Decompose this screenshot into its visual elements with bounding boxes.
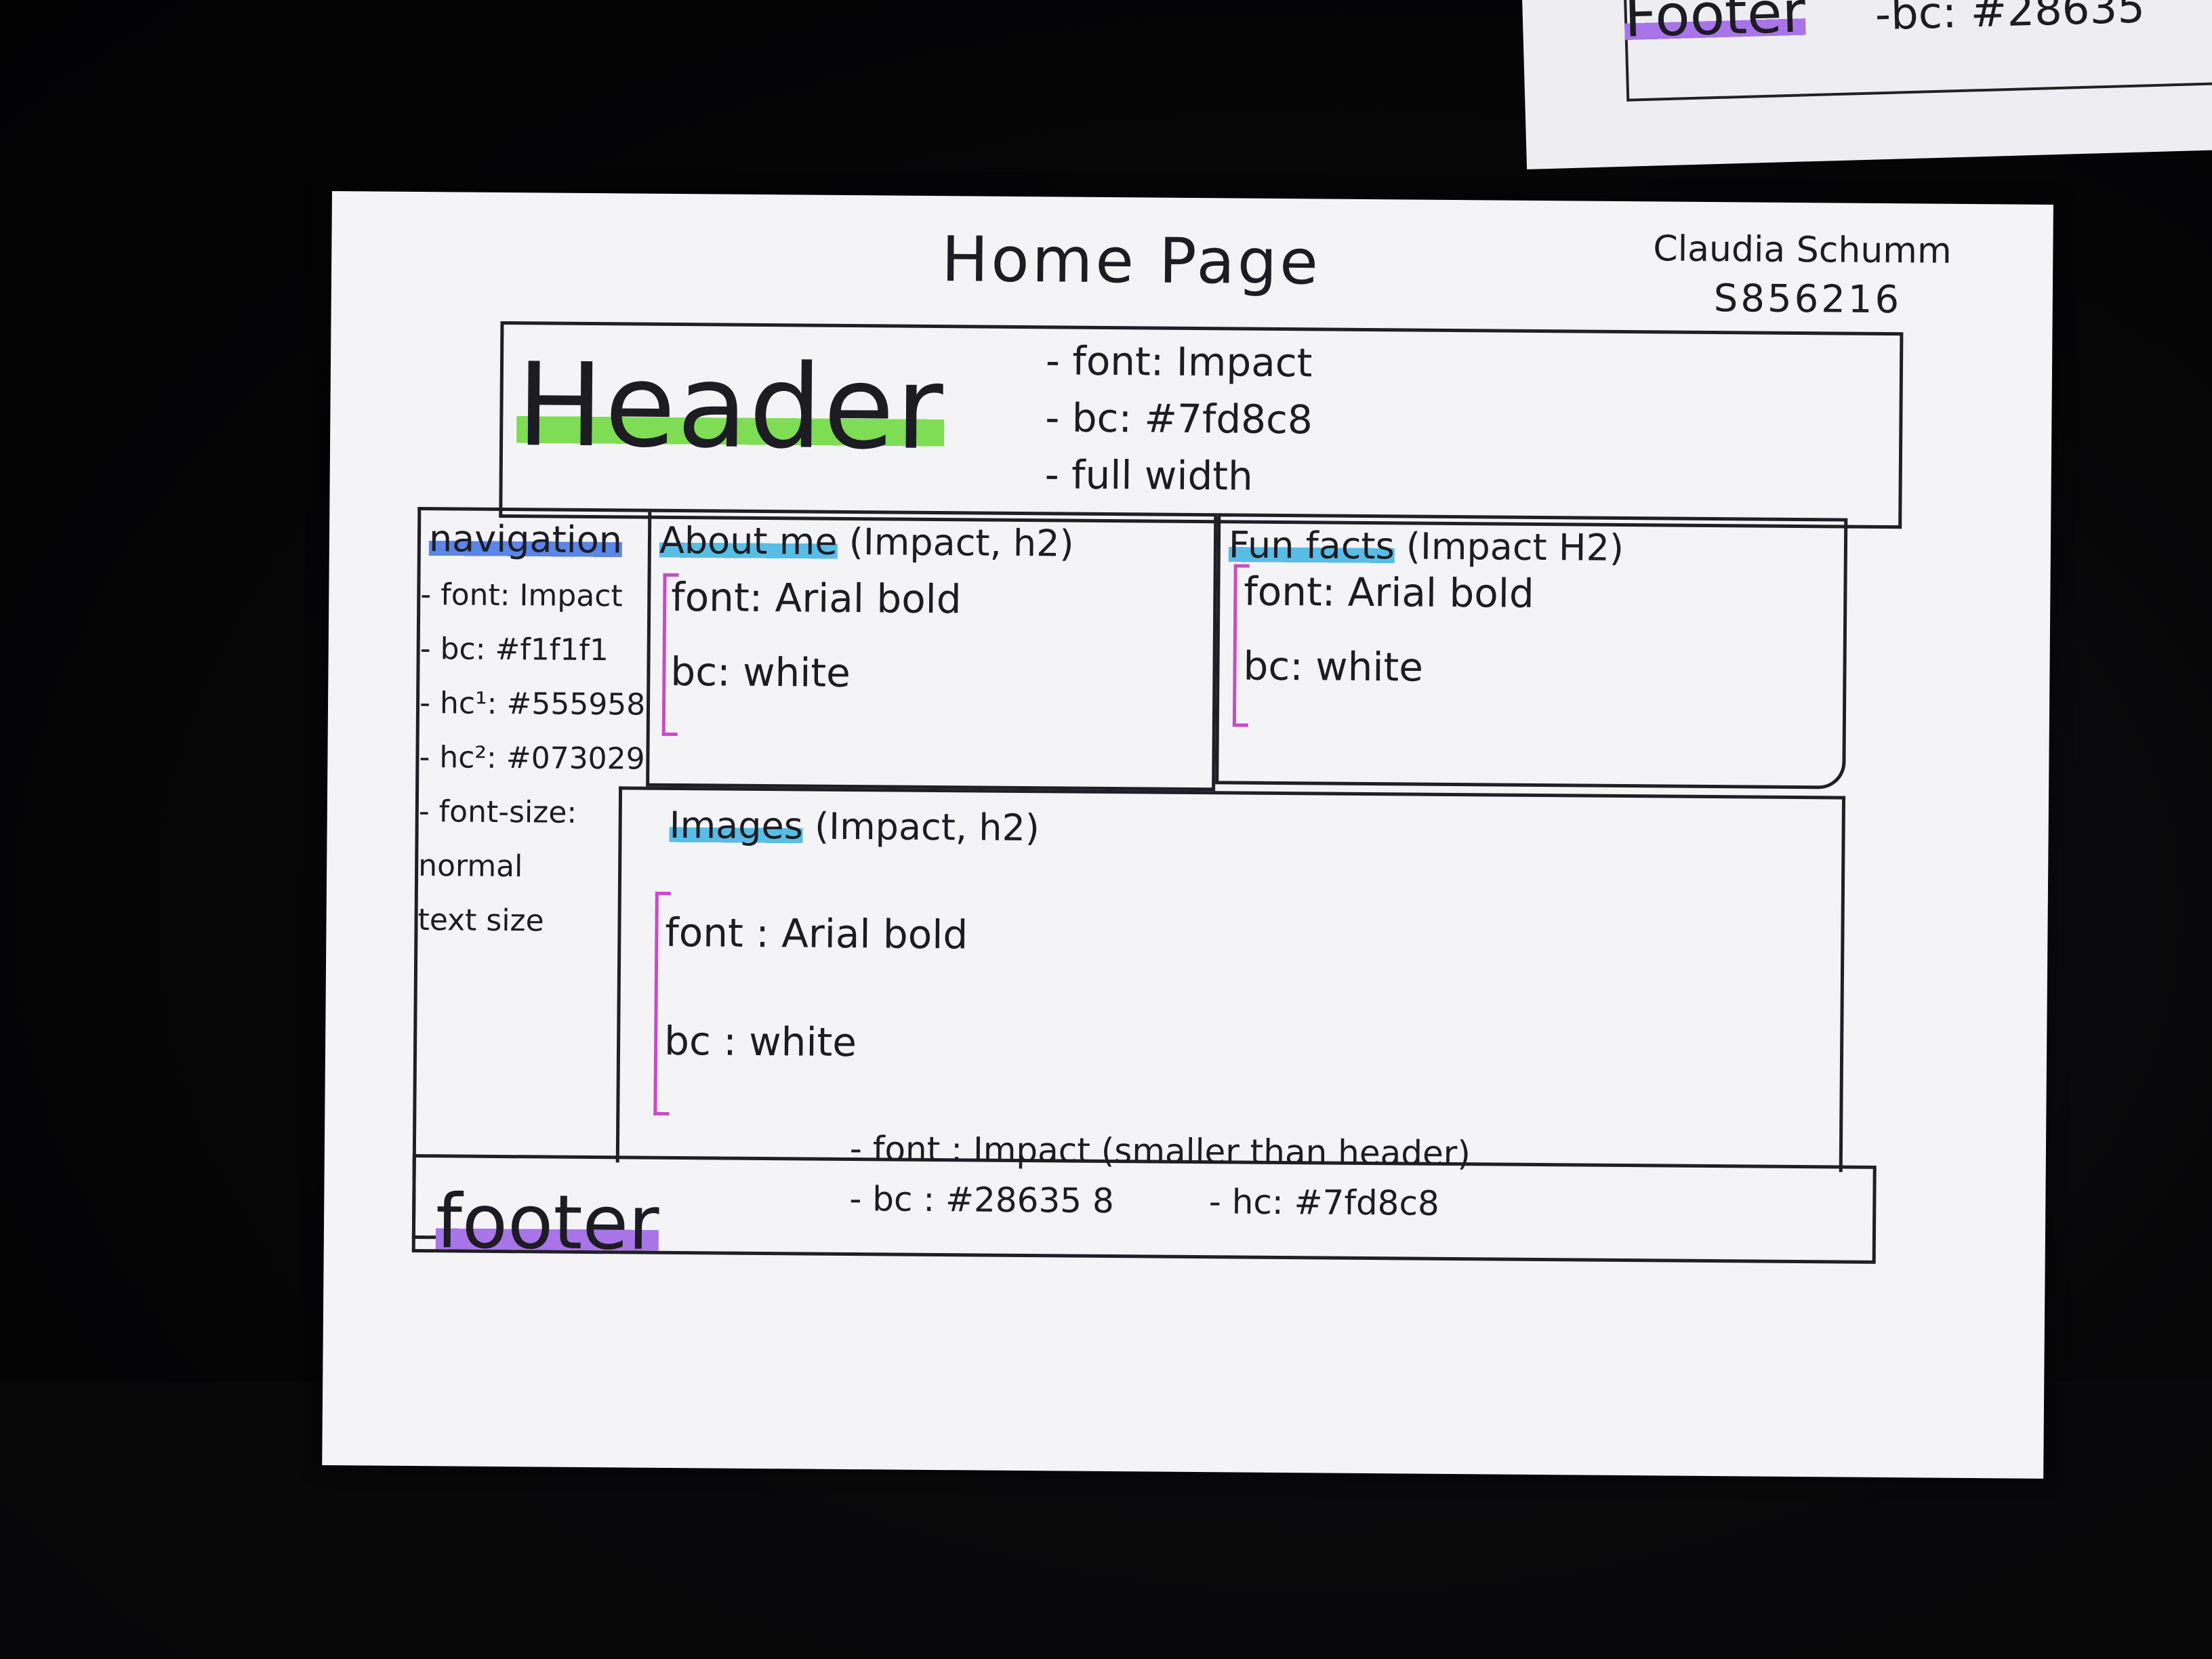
student-id: S856216 bbox=[1713, 276, 1902, 323]
fun-note: bc: white bbox=[1243, 642, 1424, 691]
images-note: bc : white bbox=[663, 1017, 857, 1066]
page-title: Home Page bbox=[941, 223, 1322, 299]
navigation-notes: - font: Impact - bc: #f1f1f1 - hc¹: #555… bbox=[417, 568, 647, 949]
footer-note: - font : Impact (smaller than header) bbox=[849, 1129, 1471, 1174]
header-note: - bc: #7fd8c8 bbox=[1045, 394, 1313, 443]
footer-region: footer - font : Impact (smaller than hea… bbox=[411, 1129, 1877, 1267]
images-notes: font : Arial bold bc : white bbox=[664, 878, 968, 1097]
wireframe-sheet: Home Page Claudia Schumm S856216 Header … bbox=[322, 191, 2053, 1479]
navigation-region: navigation - font: Impact - bc: #f1f1f1 … bbox=[411, 507, 649, 1241]
header-note: - full width bbox=[1044, 451, 1254, 499]
about-note: bc: white bbox=[670, 648, 851, 697]
footer-notes: - font : Impact (smaller than header) - … bbox=[849, 1124, 1471, 1229]
nav-note: - hc²: #073029 bbox=[419, 740, 645, 777]
about-me-region: About me (Impact, h2) font: Arial bold b… bbox=[646, 508, 1218, 792]
about-me-label: About me (Impact, h2) bbox=[659, 518, 1074, 565]
footer-note: - bc : #28635 8- hc: #7fd8c8 bbox=[849, 1179, 1440, 1223]
footer-label: footer bbox=[435, 1178, 659, 1267]
nav-note: - font: Impact bbox=[420, 577, 623, 614]
fun-facts-region: Fun facts (Impact H2) font: Arial bold b… bbox=[1215, 513, 1848, 790]
nav-note: - font-size: bbox=[418, 794, 577, 830]
about-note: font: Arial bold bbox=[671, 573, 962, 623]
header-note: - font: Impact bbox=[1045, 337, 1313, 386]
sheet2-footer-label: Footer bbox=[1623, 0, 1807, 50]
about-me-notes: font: Arial bold bc: white bbox=[670, 560, 962, 711]
fun-note: font: Arial bold bbox=[1244, 568, 1535, 617]
fun-facts-notes: font: Arial bold bc: white bbox=[1243, 554, 1534, 705]
images-label: Images (Impact, h2) bbox=[669, 803, 1040, 850]
nav-note: - bc: #f1f1f1 bbox=[419, 632, 609, 668]
second-sketch-sheet: Footer -bc: #28635 bbox=[1521, 0, 2212, 169]
nav-note: text size bbox=[417, 903, 544, 939]
images-note: font : Arial bold bbox=[665, 909, 968, 958]
navigation-label: navigation bbox=[428, 517, 623, 562]
nav-note: normal bbox=[417, 848, 523, 884]
header-label: Header bbox=[516, 338, 945, 476]
header-notes: - font: Impact - bc: #7fd8c8 - full widt… bbox=[1044, 332, 1313, 505]
images-region: Images (Impact, h2) font : Arial bold bc… bbox=[615, 786, 1846, 1172]
author-name: Claudia Schumm bbox=[1653, 228, 1952, 272]
header-region: Header - font: Impact - bc: #7fd8c8 - fu… bbox=[499, 321, 1904, 529]
nav-note: - hc¹: #555958 bbox=[419, 686, 646, 722]
